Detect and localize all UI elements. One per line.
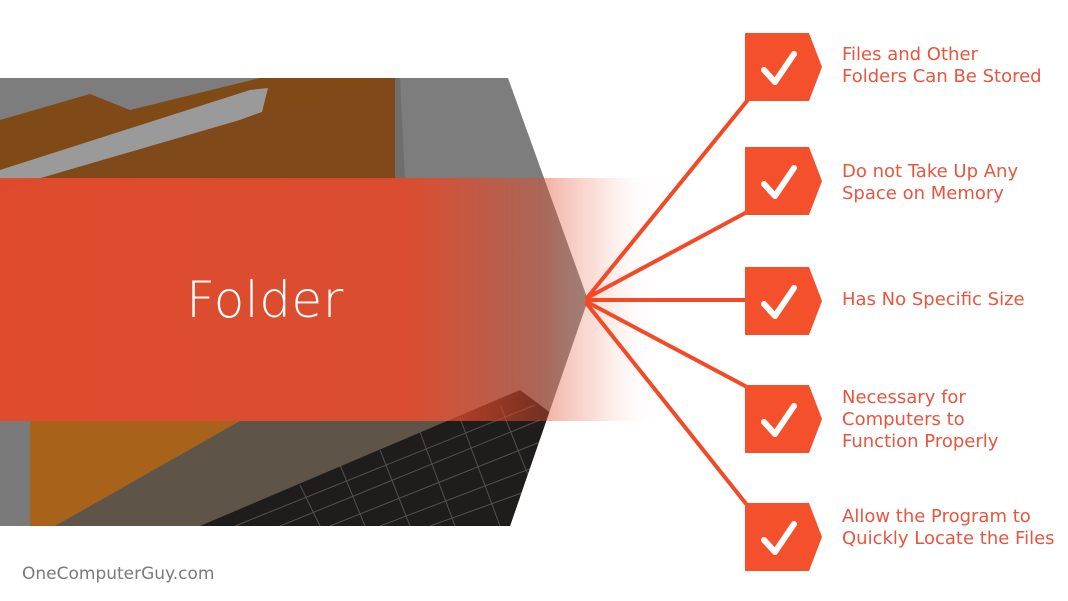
feature-text-1: Files and Other Folders Can Be Stored bbox=[842, 44, 1042, 87]
feature-badge-3 bbox=[745, 267, 823, 335]
checkmark-icon bbox=[761, 403, 797, 437]
checkmark-icon bbox=[761, 51, 797, 85]
topic-title: Folder bbox=[186, 271, 344, 329]
feature-badge-1 bbox=[745, 33, 823, 101]
feature-text-4: Necessary for Computers to Function Prop… bbox=[842, 387, 999, 452]
feature-text-5: Allow the Program to Quickly Locate the … bbox=[842, 506, 1055, 549]
feature-text-3: Has No Specific Size bbox=[842, 289, 1025, 310]
checkmark-icon bbox=[761, 521, 797, 555]
feature-badge-4 bbox=[745, 385, 823, 453]
checkmark-icon bbox=[761, 285, 797, 319]
feature-badge-2 bbox=[745, 147, 823, 215]
feature-badge-5 bbox=[745, 503, 823, 571]
title-band bbox=[0, 178, 660, 421]
site-watermark: OneComputerGuy.com bbox=[22, 564, 215, 584]
checkmark-icon bbox=[761, 165, 797, 199]
connector-lines bbox=[585, 99, 749, 507]
feature-text-2: Do not Take Up Any Space on Memory bbox=[842, 161, 1019, 204]
